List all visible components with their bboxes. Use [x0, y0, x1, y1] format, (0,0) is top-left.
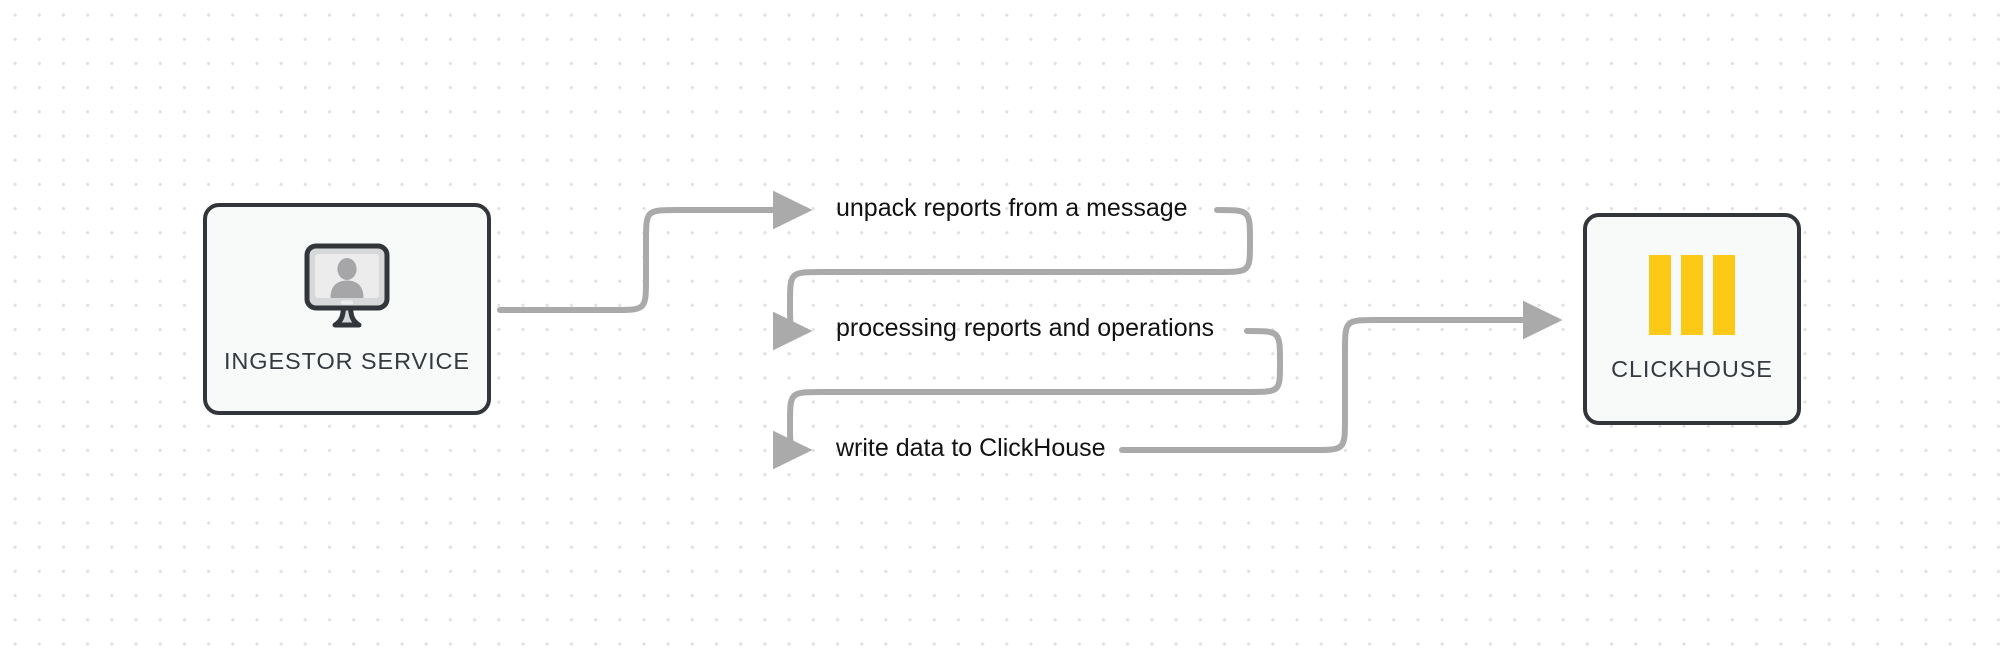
- edge-path-write: [772, 328, 1283, 470]
- edge-path-unpack: [497, 190, 813, 313]
- node-label-ingestor-service: INGESTOR SERVICE: [224, 348, 470, 374]
- monitor-user-icon: [300, 243, 394, 334]
- edge-label-unpack: unpack reports from a message: [836, 194, 1188, 222]
- node-clickhouse[interactable]: CLICKHOUSE: [1583, 213, 1801, 425]
- edge-label-processing: processing reports and operations: [836, 314, 1215, 342]
- node-ingestor-service[interactable]: INGESTOR SERVICE: [203, 203, 491, 415]
- clickhouse-logo-icon: [1643, 255, 1741, 340]
- node-label-clickhouse: CLICKHOUSE: [1611, 356, 1773, 382]
- edge-path-processing: [772, 207, 1253, 351]
- edge-label-write: write data to ClickHouse: [836, 434, 1106, 462]
